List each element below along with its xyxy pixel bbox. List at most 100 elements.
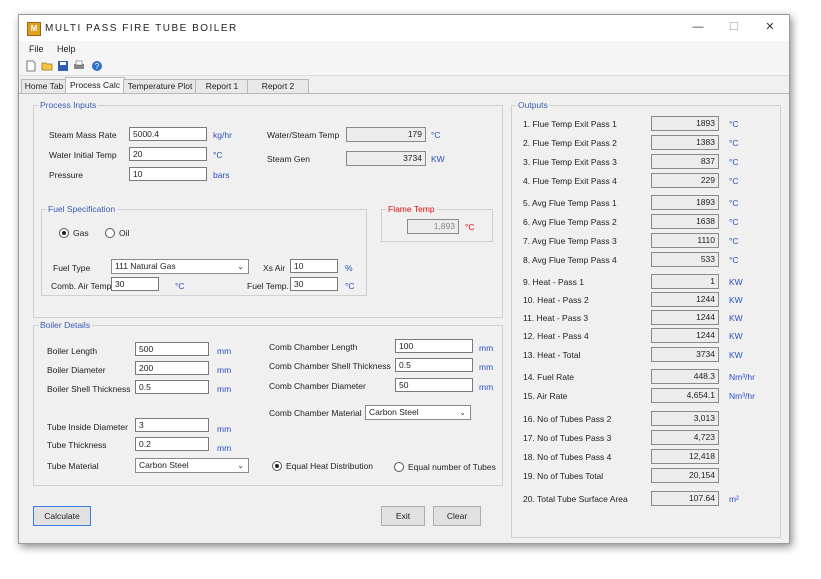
boiler-diameter-input[interactable]: 200 xyxy=(135,361,209,375)
close-button[interactable]: ✕ xyxy=(765,21,775,33)
process-calc-page: Process Inputs Steam Mass Rate 5000.4 kg… xyxy=(19,93,789,544)
minimize-button[interactable]: — xyxy=(692,21,704,33)
print-icon[interactable] xyxy=(73,60,85,72)
pressure-label: Pressure xyxy=(49,170,84,180)
clear-button[interactable]: Clear xyxy=(433,506,481,526)
equal-tubes-label: Equal number of Tubes xyxy=(408,462,496,472)
tab-temperature-plot[interactable]: Temperature Plot xyxy=(123,79,197,93)
comb-chamber-material-select[interactable]: Carbon Steel ⌄ xyxy=(365,405,471,420)
svg-text:?: ? xyxy=(95,62,100,71)
open-icon[interactable] xyxy=(41,60,53,72)
boiler-length-input[interactable]: 500 xyxy=(135,342,209,356)
equal-heat-label: Equal Heat Distribution xyxy=(286,461,373,471)
gas-label: Gas xyxy=(73,228,89,238)
boiler-shell-thickness-input[interactable]: 0.5 xyxy=(135,380,209,394)
output-label: 2. Flue Temp Exit Pass 2 xyxy=(523,138,617,148)
output-label: 14. Fuel Rate xyxy=(523,372,575,382)
tube-material-select[interactable]: Carbon Steel ⌄ xyxy=(135,458,249,473)
output-label: 20. Total Tube Surface Area xyxy=(523,494,628,504)
tube-thickness-label: Tube Thickness xyxy=(47,440,107,450)
pressure-input[interactable]: 10 xyxy=(129,167,207,181)
comb-chamber-material-value: Carbon Steel xyxy=(369,407,419,417)
output-unit: °C xyxy=(729,176,739,186)
output-unit: m² xyxy=(729,494,739,504)
comb-chamber-shell-thickness-unit: mm xyxy=(479,362,494,372)
boiler-length-label: Boiler Length xyxy=(47,346,98,356)
window-title: MULTI PASS FIRE TUBE BOILER xyxy=(45,23,238,34)
tube-thickness-input[interactable]: 0.2 xyxy=(135,437,209,451)
output-label: 18. No of Tubes Pass 4 xyxy=(523,452,612,462)
steam-gen-label: Steam Gen xyxy=(267,154,310,164)
xs-air-input[interactable]: 10 xyxy=(290,259,338,273)
output-value: 1244 xyxy=(651,328,719,343)
equal-tubes-radio[interactable] xyxy=(394,462,404,472)
comb-chamber-diameter-label: Comb Chamber Diameter xyxy=(269,381,366,391)
chevron-down-icon: ⌄ xyxy=(237,262,244,271)
tab-report-2[interactable]: Report 2 xyxy=(247,79,309,93)
help-icon[interactable]: ? xyxy=(91,60,103,72)
calculate-button[interactable]: Calculate xyxy=(33,506,91,526)
oil-label: Oil xyxy=(119,228,130,238)
output-value: 1110 xyxy=(651,233,719,248)
tab-process-calc[interactable]: Process Calc xyxy=(65,77,125,94)
flame-temp-value: 1,893 xyxy=(407,219,459,234)
output-label: 13. Heat - Total xyxy=(523,350,581,360)
menu-file[interactable]: File xyxy=(29,44,44,54)
water-steam-temp-label: Water/Steam Temp xyxy=(267,130,340,140)
comb-air-temp-unit: °C xyxy=(175,281,185,291)
comb-air-temp-input[interactable]: 30 xyxy=(111,277,159,291)
boiler-diameter-unit: mm xyxy=(217,365,232,375)
comb-chamber-shell-thickness-label: Comb Chamber Shell Thickness xyxy=(269,361,391,371)
output-label: 8. Avg Flue Temp Pass 4 xyxy=(523,255,617,265)
output-unit: KW xyxy=(729,277,743,287)
oil-radio[interactable] xyxy=(105,228,115,238)
boiler-details-group: Boiler Details xyxy=(33,320,503,486)
water-initial-temp-unit: °C xyxy=(213,150,223,160)
new-icon[interactable] xyxy=(25,60,37,72)
output-value: 3,013 xyxy=(651,411,719,426)
tab-home[interactable]: Home Tab xyxy=(21,79,67,93)
boiler-shell-thickness-label: Boiler Shell Thickness xyxy=(47,384,131,394)
output-value: 4,723 xyxy=(651,430,719,445)
xs-air-unit: % xyxy=(345,263,353,273)
exit-button[interactable]: Exit xyxy=(381,506,425,526)
comb-chamber-length-label: Comb Chamber Length xyxy=(269,342,358,352)
tab-report-1[interactable]: Report 1 xyxy=(195,79,249,93)
output-unit: °C xyxy=(729,138,739,148)
output-value: 1893 xyxy=(651,195,719,210)
water-initial-temp-input[interactable]: 20 xyxy=(129,147,207,161)
tube-inside-diameter-input[interactable]: 3 xyxy=(135,418,209,432)
steam-mass-rate-input[interactable]: 5000.4 xyxy=(129,127,207,141)
water-initial-temp-label: Water Initial Temp xyxy=(49,150,117,160)
output-label: 10. Heat - Pass 2 xyxy=(523,295,589,305)
fuel-type-select[interactable]: 111 Natural Gas ⌄ xyxy=(111,259,249,274)
comb-air-temp-label: Comb. Air Temp. xyxy=(51,281,114,291)
chevron-down-icon: ⌄ xyxy=(237,461,244,470)
boiler-shell-thickness-unit: mm xyxy=(217,384,232,394)
output-label: 16. No of Tubes Pass 2 xyxy=(523,414,612,424)
output-label: 6. Avg Flue Temp Pass 2 xyxy=(523,217,617,227)
fuel-spec-legend: Fuel Specification xyxy=(48,204,116,214)
fuel-spec-group: Fuel Specification xyxy=(41,204,367,296)
toolbar: ? xyxy=(19,57,789,76)
menu-help[interactable]: Help xyxy=(57,44,76,54)
output-label: 3. Flue Temp Exit Pass 3 xyxy=(523,157,617,167)
steam-gen-value: 3734 xyxy=(346,151,426,166)
output-value: 837 xyxy=(651,154,719,169)
fuel-temp-input[interactable]: 30 xyxy=(290,277,338,291)
comb-chamber-diameter-input[interactable]: 50 xyxy=(395,378,473,392)
comb-chamber-length-input[interactable]: 100 xyxy=(395,339,473,353)
boiler-diameter-label: Boiler Diameter xyxy=(47,365,106,375)
gas-radio[interactable] xyxy=(59,228,69,238)
save-icon[interactable] xyxy=(57,60,69,72)
comb-chamber-shell-thickness-input[interactable]: 0.5 xyxy=(395,358,473,372)
menu-bar: File Help xyxy=(19,41,789,57)
maximize-button[interactable]: ☐ xyxy=(729,21,739,33)
output-label: 1. Flue Temp Exit Pass 1 xyxy=(523,119,617,129)
equal-heat-radio[interactable] xyxy=(272,461,282,471)
output-unit: °C xyxy=(729,119,739,129)
output-label: 7. Avg Flue Temp Pass 3 xyxy=(523,236,617,246)
comb-chamber-length-unit: mm xyxy=(479,343,494,353)
app-icon: M xyxy=(27,22,41,36)
output-label: 4. Flue Temp Exit Pass 4 xyxy=(523,176,617,186)
